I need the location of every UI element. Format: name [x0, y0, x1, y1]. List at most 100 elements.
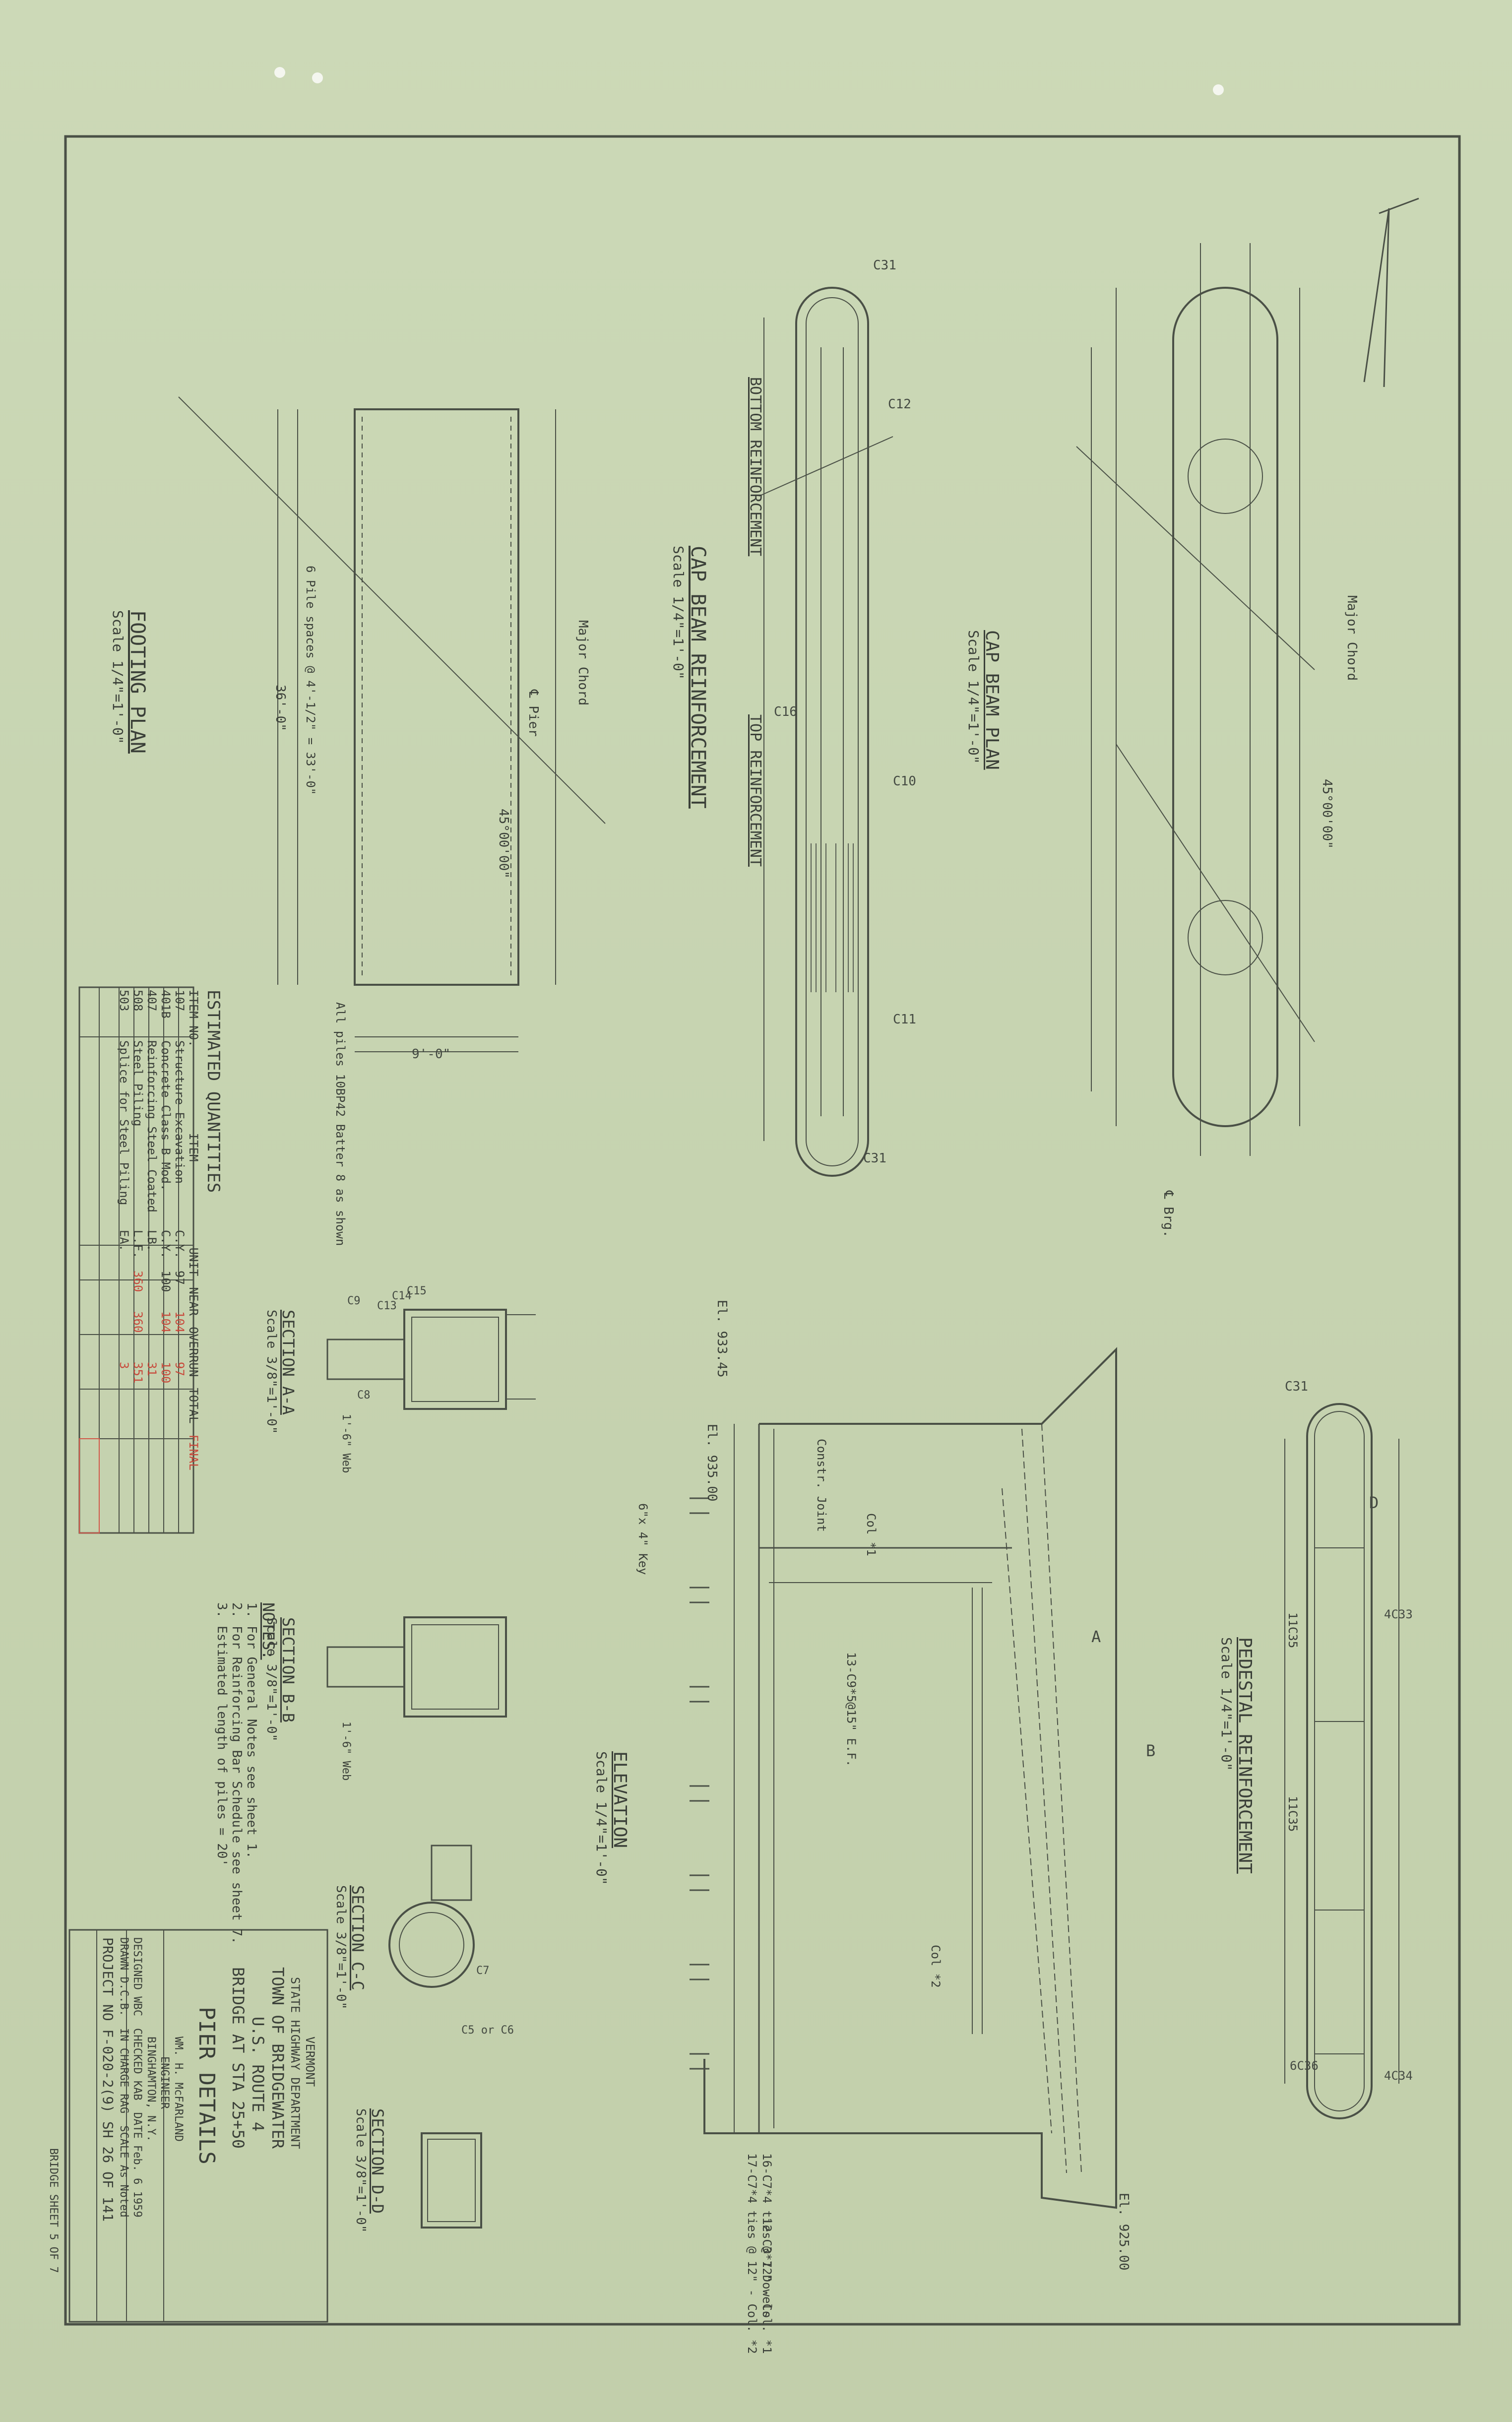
label-web-bb: 1'-6" Web [340, 1721, 352, 1781]
signoff-row-1: DESIGNED WBC CHECKED KAB DATE Feb. 6 195… [130, 1937, 144, 2222]
label-4c33: 4C33 [1384, 1607, 1413, 1621]
label-col1: Col *1 [864, 1513, 878, 1556]
engineer-title: ENGINEER [158, 2056, 171, 2109]
table-row: 503 Splice for Steel Piling EA. 3 [117, 990, 131, 1470]
footing-plan-scale: Scale 1/4"=1'-0" [110, 610, 126, 744]
row-1-item-no: 107 [173, 990, 187, 1012]
row-5-unit: EA. [117, 1230, 131, 1252]
col-total: TOTAL [187, 1388, 200, 1424]
punch-hole [274, 67, 285, 78]
punch-hole [312, 72, 323, 83]
label-web-aa: 1'-6" Web [340, 1414, 352, 1473]
quantities-table: ESTIMATED QUANTITIES ITEM NO. ITEM UNIT … [117, 990, 223, 1470]
pedestal-scale: Scale 1/4"=1'-0" [1218, 1637, 1235, 1771]
designed-by: DESIGNED WBC [131, 1937, 144, 2016]
row-5-item-no: 503 [117, 990, 131, 1012]
row-4-item-no: 508 [131, 990, 145, 1012]
notes-heading: NOTES: [259, 1602, 278, 1660]
label-section-a: A [1091, 1627, 1101, 1646]
label-col2: Col *2 [929, 1945, 943, 1988]
label-9ft: 9'-0" [412, 1047, 451, 1062]
project-number: PROJECT NO F-020-2(9) SH 26 OF 141 [100, 1937, 117, 2222]
label-angle: 45°00'00" [496, 809, 511, 879]
label-36ft: 36'-0" [273, 685, 288, 731]
row-1-near: 97 [173, 1271, 187, 1285]
elevation-scale: Scale 1/4"=1'-0" [593, 1751, 610, 1885]
label-c16: C16 [774, 704, 797, 719]
section-dd-title: SECTION D-D [368, 2108, 387, 2214]
drawn-by: DRAWN D.C.B. [118, 1937, 130, 2016]
label-brg-cl: ℄ Brg. [1161, 1191, 1176, 1238]
row-1-final: 97 [173, 1362, 187, 1376]
table-row: 407 Reinforcing Steel Coated LB. 31 [145, 990, 159, 1470]
sheet-date: DATE Feb. 6 1959 [131, 2112, 144, 2218]
label-section-d: D [1369, 1493, 1379, 1512]
cap-beam-reinf-title: CAP BEAM REINFORCEMENT [687, 546, 709, 809]
row-2-item: Concrete Class B Mod. [159, 1040, 173, 1191]
row-3-final: 31 [145, 1362, 159, 1376]
section-aa-title-group: SECTION A-A Scale 3/8"=1'-0" [264, 1310, 298, 1434]
row-4-item: Steel Piling [131, 1040, 145, 1127]
row-3-unit: LB. [145, 1230, 159, 1252]
section-aa-title: SECTION A-A [279, 1310, 298, 1415]
section-cc-scale: Scale 3/8"=1'-0" [333, 1885, 348, 2010]
label-c14: C14 [392, 1290, 412, 1302]
cap-beam-plan-title: CAP BEAM PLAN [982, 630, 1002, 770]
label-key: 6"x 4" Key [636, 1503, 650, 1575]
section-dd-scale: Scale 3/8"=1'-0" [353, 2108, 368, 2233]
label-4c34: 4C34 [1384, 2069, 1413, 2083]
label-dowels: 12-C3*7 Dowels [760, 2218, 774, 2318]
note-2: 2. For Reinforcing Bar Schedule see shee… [229, 1602, 244, 1944]
label-major-chord-plan: Major Chord [1344, 595, 1359, 681]
row-5-near [117, 1271, 131, 1300]
footing-plan-title-group: FOOTING PLAN Scale 1/4"=1'-0" [110, 610, 149, 754]
cap-beam-reinf-title-group: CAP BEAM REINFORCEMENT Scale 1/4"=1'-0" [670, 546, 709, 809]
cap-beam-plan-scale: Scale 1/4"=1'-0" [965, 630, 982, 764]
label-const-joint: Constr. Joint [815, 1439, 828, 1532]
label-c11: C11 [893, 1012, 916, 1027]
punch-hole [1213, 84, 1224, 95]
col-overrun: OVERRUN [187, 1327, 200, 1377]
notes-block: NOTES: 1. For General Notes see sheet 1.… [214, 1602, 278, 1944]
quantities-heading: ESTIMATED QUANTITIES [203, 990, 223, 1193]
elevation-title: ELEVATION [610, 1751, 630, 1848]
label-c15: C15 [407, 1285, 427, 1297]
label-el-bot: El. 925.00 [1116, 2193, 1131, 2271]
row-2-unit: C.Y. [159, 1230, 173, 1259]
row-2-total: 104 [159, 1311, 173, 1333]
footing-plan-title: FOOTING PLAN [126, 610, 149, 754]
label-11c35-a: 11C35 [1286, 1612, 1300, 1649]
section-bb-title: SECTION B-B [279, 1617, 298, 1722]
title-line-town: TOWN OF BRIDGEWATER [268, 1967, 287, 2149]
row-5-item: Splice for Steel Piling [117, 1040, 131, 1206]
table-row: 401B Concrete Class B Mod. C.Y. 100 104 … [159, 990, 173, 1470]
row-1-item: Structure Excavation [173, 1040, 187, 1184]
row-4-unit: L.F. [131, 1230, 145, 1259]
label-c10: C10 [893, 774, 916, 789]
label-c9-aa: C9 [347, 1295, 361, 1307]
bottom-reinf-label: BOTTOM REINFORCEMENT [747, 377, 764, 557]
top-reinf-label: TOP REINFORCEMENT [747, 714, 764, 867]
row-4-total: 360 [131, 1311, 145, 1333]
label-c31-bottom: C31 [863, 1151, 886, 1166]
table-row: 107 Structure Excavation C.Y. 97 104 97 [173, 990, 187, 1470]
title-line-sheet: PIER DETAILS [194, 2007, 219, 2165]
row-3-near [145, 1271, 159, 1300]
title-line-route: U.S. ROUTE 4 [249, 2017, 267, 2132]
col-final: FINAL [187, 1434, 200, 1470]
cap-beam-reinf-scale: Scale 1/4"=1'-0" [670, 546, 687, 680]
col-item-no: ITEM NO. [187, 990, 200, 1047]
label-c7: C7 [476, 1965, 490, 1977]
section-dd-title-group: SECTION D-D Scale 3/8"=1'-0" [353, 2108, 387, 2232]
col-unit: UNIT [187, 1247, 200, 1276]
sheet-scale: SCALE As Noted [118, 2125, 130, 2218]
table-row: 508 Steel Piling L.F. 360 360 351 [131, 990, 145, 1470]
label-ties-col2: 17-C7*4 ties @ 12" - Col. *2 [745, 2153, 759, 2354]
bridge-sheet-number: BRIDGE SHEET 5 OF 7 [47, 2148, 60, 2273]
pedestal-title-group: PEDESTAL REINFORCEMENT Scale 1/4"=1'-0" [1218, 1637, 1255, 1874]
label-6c36: 6C36 [1290, 2059, 1319, 2073]
label-c31-pedestal: C31 [1285, 1379, 1308, 1394]
title-line-dept: STATE HIGHWAY DEPARTMENT [288, 1977, 302, 2149]
elevation-title-group: ELEVATION Scale 1/4"=1'-0" [593, 1751, 630, 1885]
